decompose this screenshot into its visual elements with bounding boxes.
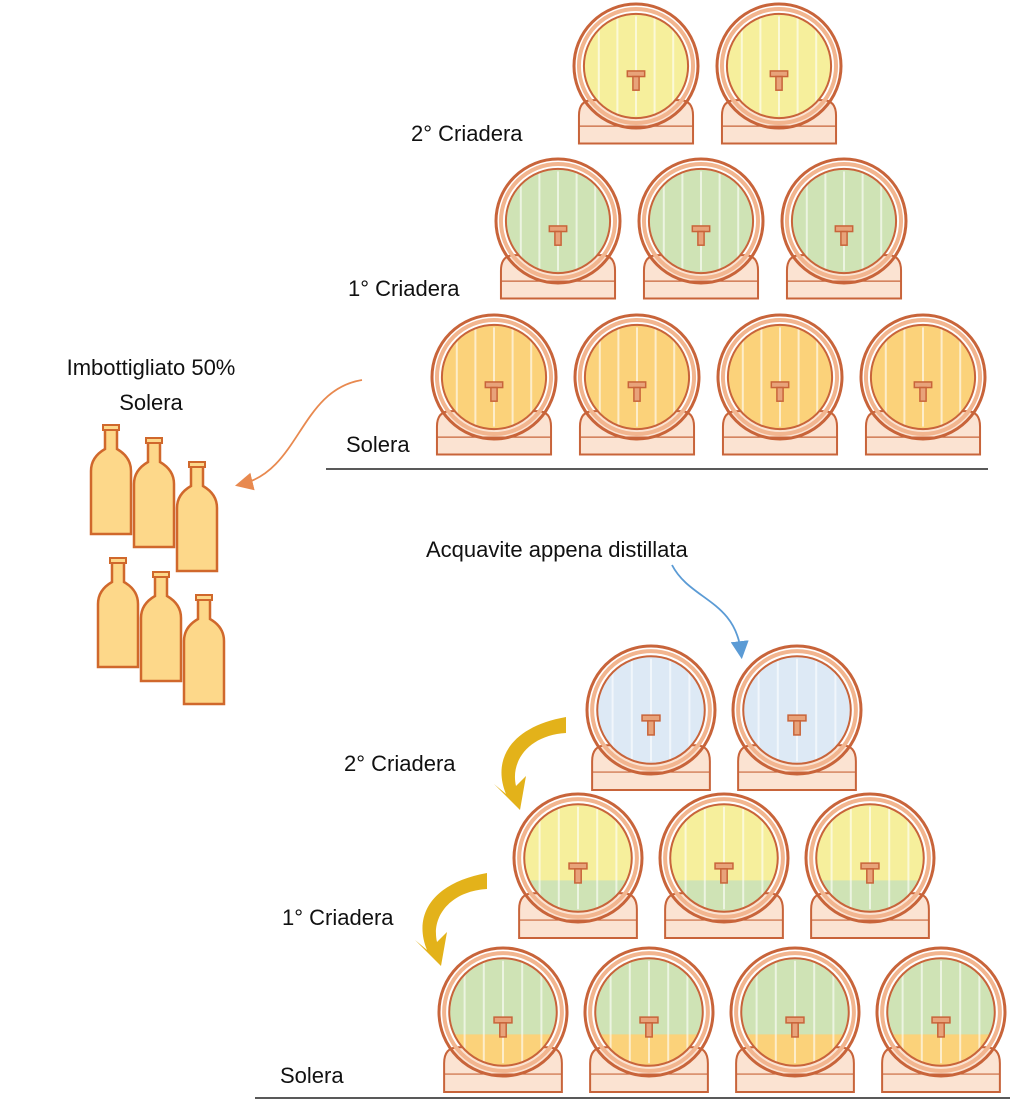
- bottom-row0-barrel0: [585, 644, 717, 791]
- bottom-row2-barrel1: [583, 946, 715, 1093]
- bottle-0: [89, 424, 133, 536]
- bottle-2: [175, 461, 219, 573]
- bottle-4: [139, 571, 183, 683]
- bottom-row1-barrel2: [804, 792, 936, 939]
- top-criadera2-label: 2° Criadera: [411, 121, 523, 146]
- top-row2-barrel2: [716, 313, 844, 456]
- top-row0-barrel1: [715, 2, 843, 145]
- bottom-row2-barrel2: [729, 946, 861, 1093]
- bottom-criadera1-label: 1° Criadera: [282, 905, 394, 930]
- top-row1-barrel1: [637, 157, 765, 300]
- bottom-row1-barrel1: [658, 792, 790, 939]
- distillate-label: Acquavite appena distillata: [426, 537, 688, 562]
- distillate-arrow: [671, 564, 749, 660]
- bottle-5: [182, 594, 226, 706]
- bottle-3: [96, 557, 140, 669]
- bottled-label-line2: Solera: [119, 390, 183, 415]
- bottom-row2-barrel0: [437, 946, 569, 1093]
- top-row0-barrel0: [572, 2, 700, 145]
- bottom-row2-barrel3: [875, 946, 1007, 1093]
- top-row2-barrel0: [430, 313, 558, 456]
- top-criadera1-label: 1° Criadera: [348, 276, 460, 301]
- top-row1-barrel0: [494, 157, 622, 300]
- top-solera-label: Solera: [346, 432, 410, 457]
- transfer-arrow-upper: [494, 717, 566, 810]
- bottle-1: [132, 437, 176, 549]
- top-row2-barrel3: [859, 313, 987, 456]
- bottling-arrow: [235, 379, 363, 491]
- transfer-arrow-lower: [415, 873, 487, 966]
- bottom-row1-barrel0: [512, 792, 644, 939]
- top-row2-barrel1: [573, 313, 701, 456]
- bottom-criadera2-label: 2° Criadera: [344, 751, 456, 776]
- top-row1-barrel2: [780, 157, 908, 300]
- bottom-solera-label: Solera: [280, 1063, 344, 1088]
- bottled-label-line1: Imbottigliato 50%: [66, 355, 236, 380]
- bottom-row0-barrel1: [731, 644, 863, 791]
